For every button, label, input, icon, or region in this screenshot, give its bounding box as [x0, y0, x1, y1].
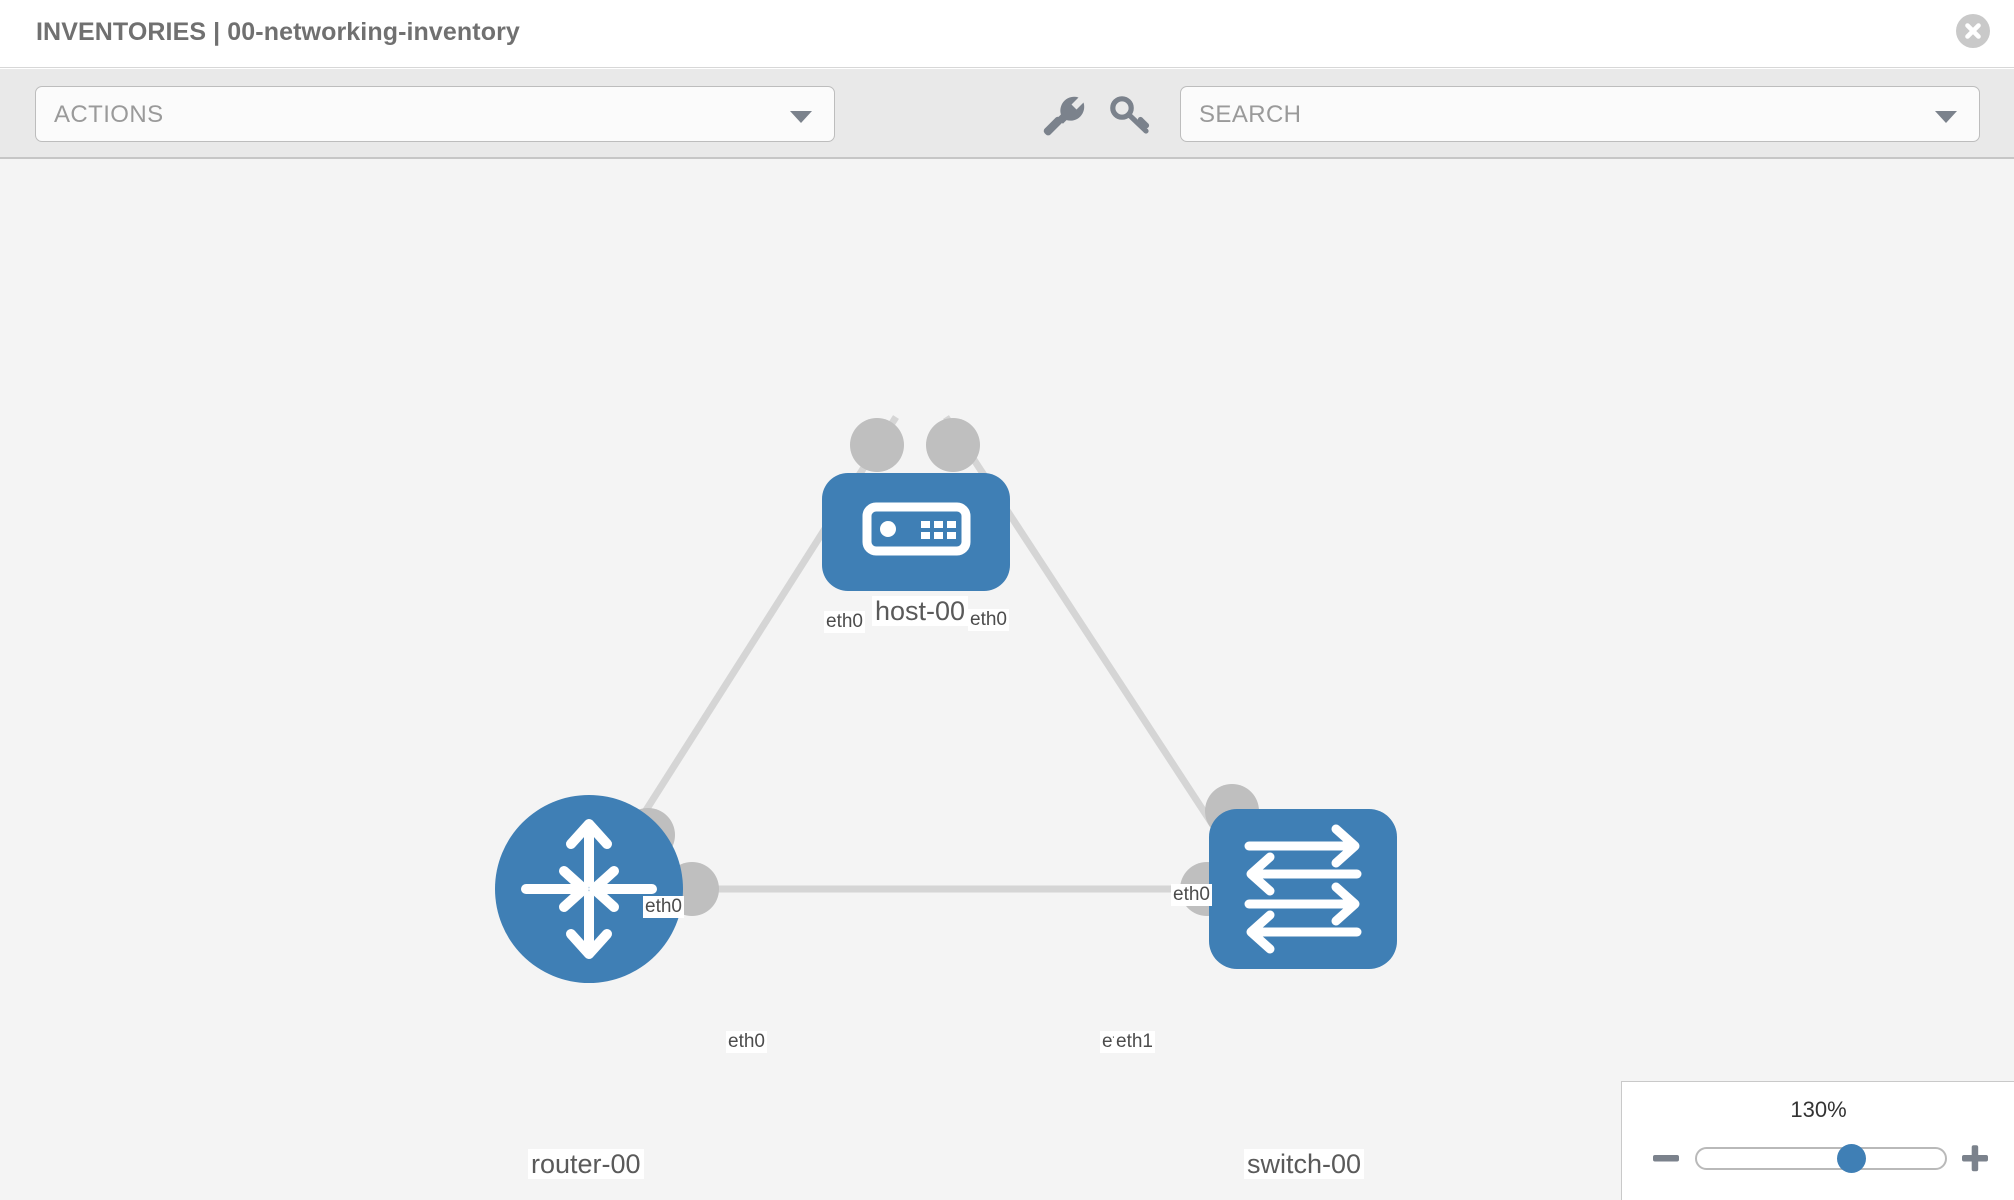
router-arrows-icon	[521, 819, 657, 959]
zoom-control-panel: 130%	[1621, 1081, 2014, 1200]
chevron-down-icon	[790, 111, 812, 123]
toolbar: ACTIONS SEARCH	[0, 69, 2014, 159]
connector-dot	[850, 418, 904, 472]
page-title: INVENTORIES | 00-networking-inventory	[36, 18, 520, 46]
interface-label: eth1	[1114, 1031, 1155, 1053]
interface-label: eth0	[824, 611, 865, 633]
interface-label: eth0	[726, 1031, 767, 1053]
switch-arrows-icon	[1244, 824, 1362, 954]
topology-canvas[interactable]: host-00 router-00 switch-00 eth0 eth0 et…	[0, 159, 2014, 1200]
key-icon[interactable]	[1104, 87, 1158, 141]
wrench-icon[interactable]	[1037, 87, 1091, 141]
close-icon[interactable]	[1956, 14, 1990, 48]
actions-dropdown-label: ACTIONS	[54, 101, 164, 128]
search-input[interactable]: SEARCH	[1180, 86, 1980, 142]
node-label-host-00: host-00	[872, 596, 969, 626]
actions-dropdown[interactable]: ACTIONS	[35, 86, 835, 142]
node-label-switch-00: switch-00	[1244, 1149, 1365, 1179]
minus-icon[interactable]	[1649, 1141, 1683, 1175]
interface-label: eth0	[1171, 884, 1212, 906]
connector-dot	[926, 418, 980, 472]
chevron-down-icon[interactable]	[1935, 111, 1957, 123]
search-placeholder: SEARCH	[1199, 101, 1302, 128]
interface-label: eth0	[968, 609, 1009, 631]
node-router-00	[495, 795, 683, 983]
page-header: INVENTORIES | 00-networking-inventory	[0, 0, 2014, 68]
zoom-slider[interactable]	[1695, 1144, 1947, 1173]
interface-label: eth0	[643, 896, 684, 918]
node-host-00	[822, 473, 1010, 591]
topology-graph	[495, 415, 1397, 983]
zoom-level-value: 130%	[1790, 1097, 1847, 1122]
node-label-router-00: router-00	[528, 1149, 644, 1179]
server-icon	[862, 502, 971, 556]
plus-icon[interactable]	[1958, 1141, 1992, 1175]
zoom-slider-thumb[interactable]	[1837, 1144, 1866, 1173]
node-switch-00	[1209, 809, 1397, 969]
zoom-slider-row	[1622, 1139, 2014, 1183]
